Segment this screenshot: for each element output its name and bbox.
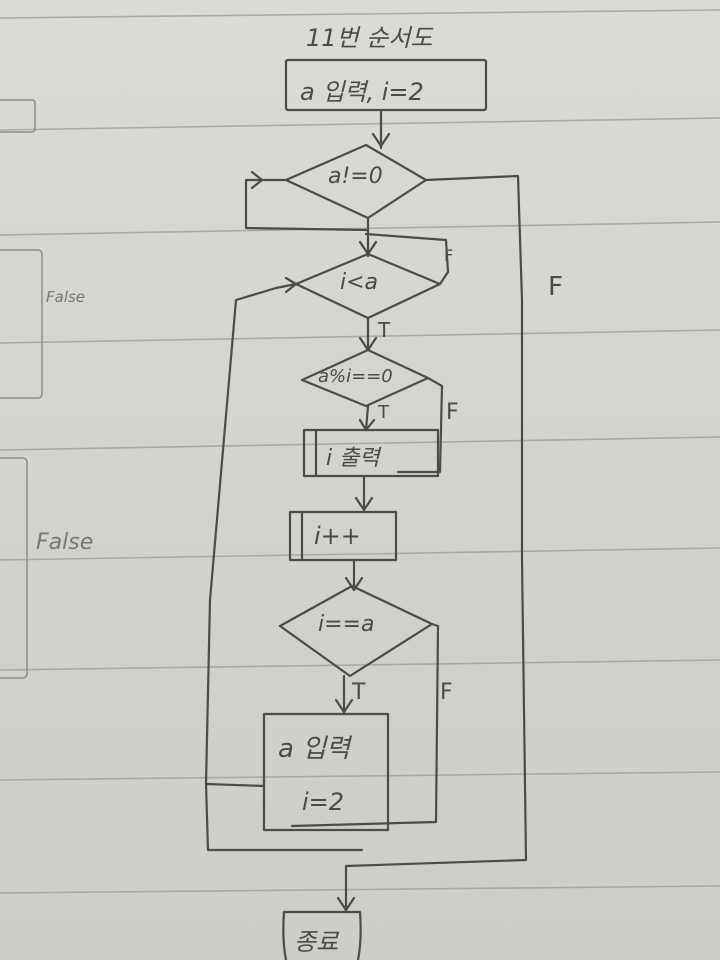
cond-mod-label: a%i==0: [318, 366, 393, 387]
start-box-label: a 입력, i=2: [300, 78, 424, 106]
cond-eq-diamond: [278, 584, 434, 678]
incr-box-label: i++: [314, 522, 361, 550]
flowchart-lines: [204, 58, 528, 960]
ruled-lines: [0, 9, 720, 894]
incr-box: [288, 510, 398, 562]
margin-sketch: [0, 99, 43, 679]
edge-label-cond-i-true: T: [378, 318, 391, 342]
edge-label-cond-a-false: F: [548, 272, 563, 302]
reinput-line1: a 입력: [278, 734, 351, 764]
cond-eq-false-path: [290, 622, 440, 828]
cond-mod-false-path: [396, 376, 444, 474]
inner-loop-left: [204, 282, 298, 786]
diagram-title: 11번 순서도: [306, 24, 433, 52]
cond-a-false-path: [344, 174, 528, 914]
end-box: [282, 910, 362, 960]
edge-label-cond-eq-false: F: [440, 680, 453, 705]
inner-loop-bottom: [204, 782, 364, 852]
edge-label-cond-i-false: F: [444, 246, 454, 265]
cond-i-label: i<a: [340, 270, 379, 295]
reinput-line2: i=2: [302, 788, 345, 816]
loop-entry-line: [244, 178, 370, 232]
edge-label-cond-mod-false: F: [446, 400, 459, 425]
cond-a-label: a!=0: [328, 164, 383, 189]
edge-label-cond-eq-true: T: [352, 680, 366, 705]
end-box-label: 종료: [294, 928, 339, 956]
print-box-label: i 출력: [326, 446, 380, 471]
margin-note-false-lower: False: [36, 530, 94, 555]
cond-eq-label: i==a: [318, 612, 375, 637]
cond-mod-diamond: [300, 348, 430, 408]
edge-label-cond-mod-true: T: [378, 402, 389, 423]
print-box: [302, 428, 440, 478]
reinput-box: [262, 712, 390, 832]
margin-note-false-upper: False: [46, 288, 86, 306]
start-box: [284, 58, 488, 112]
